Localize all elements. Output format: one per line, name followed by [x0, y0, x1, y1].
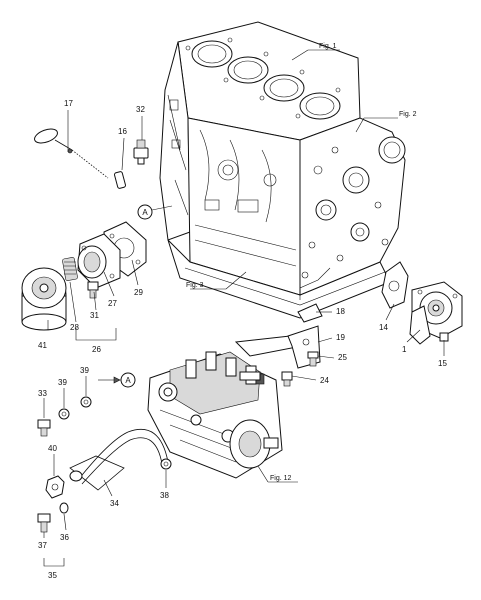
- part-number-1: 1: [402, 345, 407, 354]
- engine-block: [159, 21, 406, 319]
- oil-dipstick: [34, 128, 109, 179]
- part-number-37: 37: [38, 541, 47, 550]
- oil-pump: [409, 281, 463, 345]
- oil-pump-gasket: [381, 261, 409, 309]
- hex-bolt: [281, 371, 293, 387]
- part-number-19: 19: [336, 333, 345, 342]
- fuel-return-pipe: [69, 428, 169, 491]
- gasket-plate: [297, 303, 323, 323]
- fig-ref-2: Fig. 2: [399, 111, 417, 118]
- nut-40: [45, 475, 65, 499]
- part-number-29: 29: [134, 288, 143, 297]
- bolt-37: [37, 513, 51, 533]
- part-number-39-right: 39: [80, 366, 89, 375]
- part-number-16: 16: [118, 127, 127, 136]
- fig-ref-12: Fig. 12: [270, 475, 292, 482]
- fuel-pump-bracket: [234, 325, 321, 369]
- washer-38: [160, 458, 172, 470]
- part-number-28: 28: [70, 323, 79, 332]
- part-number-18: 18: [336, 307, 345, 316]
- part-number-31: 31: [90, 311, 99, 320]
- part-number-34: 34: [110, 499, 119, 508]
- part-number-14: 14: [379, 323, 388, 332]
- drain-plug-bolt: [87, 281, 99, 299]
- part-number-41: 41: [38, 341, 47, 350]
- dipstick-guide-tube: [114, 171, 126, 189]
- part-number-32: 32: [136, 105, 145, 114]
- part-number-39-left: 39: [58, 378, 67, 387]
- fuel-injection-pump: [147, 351, 283, 479]
- washer-39-right: [80, 396, 92, 408]
- banjo-bolt-33: [37, 419, 51, 437]
- marker-label: A: [125, 376, 131, 385]
- part-number-40: 40: [48, 444, 57, 453]
- part-number-36: 36: [60, 533, 69, 542]
- part-number-17: 17: [64, 99, 73, 108]
- oil-filter: [21, 267, 67, 331]
- filter-nipple: [62, 257, 78, 281]
- marker-label: A: [142, 208, 148, 217]
- part-number-27: 27: [108, 299, 117, 308]
- reference-marker-a-upper: A: [137, 204, 153, 220]
- washer-36: [59, 502, 69, 514]
- washer-39-left: [58, 408, 70, 420]
- part-number-24: 24: [320, 376, 329, 385]
- oil-pump-bolt: [439, 332, 449, 342]
- fig-ref-3: Fig. 3: [186, 282, 204, 289]
- part-number-35: 35: [48, 571, 57, 580]
- part-number-33: 33: [38, 389, 47, 398]
- reference-marker-a-lower: A: [120, 372, 136, 388]
- part-number-38: 38: [160, 491, 169, 500]
- part-number-15: 15: [438, 359, 447, 368]
- part-number-26: 26: [92, 345, 101, 354]
- part-number-25: 25: [338, 353, 347, 362]
- leader-lines: [43, 49, 445, 567]
- fig-ref-1: Fig. 1: [319, 43, 337, 50]
- oil-pressure-switch: [133, 139, 149, 165]
- bracket-bolt: [307, 351, 319, 367]
- oil-filter-bracket: [77, 233, 121, 289]
